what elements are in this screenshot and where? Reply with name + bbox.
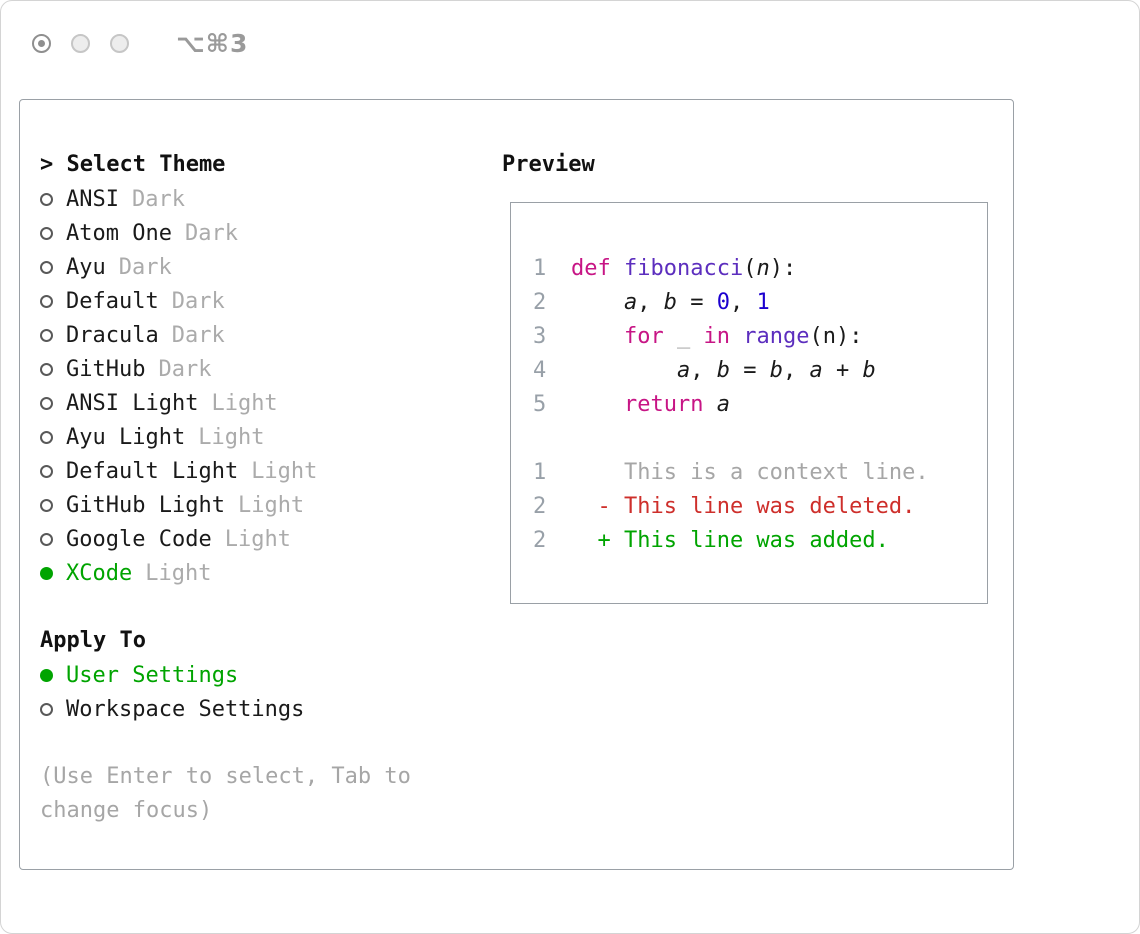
apply-to-title: Apply To [40, 628, 146, 653]
usage-hint: (Use Enter to select, Tab to change focu… [40, 764, 411, 823]
theme-option-ansi-light[interactable]: ANSI Light Light [40, 386, 490, 420]
theme-name: GitHub [66, 356, 146, 382]
theme-option-ayu[interactable]: Ayu Dark [40, 250, 490, 284]
window-button-icon[interactable] [110, 34, 129, 53]
apply-option-label: Workspace Settings [66, 696, 305, 722]
theme-option-xcode[interactable]: XCode Light [40, 556, 490, 590]
theme-option-google-code[interactable]: Google Code Light [40, 522, 490, 556]
code-text: return a [623, 391, 730, 417]
theme-name: ANSI [66, 186, 119, 212]
theme-option-github[interactable]: GitHub Dark [40, 352, 490, 386]
code-text: for _ in range(n): [623, 323, 863, 349]
apply-option-workspace-settings[interactable]: Workspace Settings [40, 692, 490, 726]
theme-variant-tag: Dark [131, 186, 185, 212]
theme-option-atom-one[interactable]: Atom One Dark [40, 216, 490, 250]
radio-icon [40, 226, 53, 240]
line-number: 5 [533, 391, 547, 417]
diff-text: - This line was deleted. [571, 493, 916, 519]
theme-option-ayu-light[interactable]: Ayu Light Light [40, 420, 490, 454]
radio-selected-icon [40, 668, 53, 682]
theme-option-default-light[interactable]: Default Light Light [40, 454, 490, 488]
window-button-icon[interactable] [71, 34, 90, 53]
theme-name: Atom One [66, 220, 172, 246]
theme-variant-tag: Dark [118, 254, 172, 280]
code-text: def fibonacci(n): [571, 255, 797, 281]
theme-variant-tag: Light [211, 390, 278, 416]
theme-variant-tag: Dark [158, 356, 212, 382]
preview-title: Preview [502, 152, 595, 177]
code-line: 1 def fibonacci(n): [533, 251, 987, 285]
theme-name: XCode [66, 560, 133, 586]
theme-variant-tag: Light [224, 526, 291, 552]
theme-option-default[interactable]: Default Dark [40, 284, 490, 318]
theme-variant-tag: Light [198, 424, 265, 450]
line-number: 2 [533, 289, 547, 315]
code-line: 3 for _ in range(n): [533, 319, 987, 353]
select-theme-title: > Select Theme [40, 152, 226, 177]
keyboard-shortcut-label: ⌥⌘3 [176, 29, 249, 58]
code-line: 4 a, b = b, a + b [533, 353, 987, 387]
code-line: 2 a, b = 0, 1 [533, 285, 987, 319]
diff-text: + This line was added. [571, 527, 889, 553]
theme-name: Ayu [66, 254, 106, 280]
line-number: 3 [533, 323, 547, 349]
radio-icon [40, 192, 53, 206]
theme-name: ANSI Light [66, 390, 199, 416]
apply-option-user-settings[interactable]: User Settings [40, 658, 490, 692]
theme-option-github-light[interactable]: GitHub Light Light [40, 488, 490, 522]
radio-icon [40, 702, 53, 716]
window-button-dot-icon [38, 40, 45, 47]
radio-icon [40, 396, 53, 410]
radio-icon [40, 260, 53, 274]
theme-variant-tag: Light [145, 560, 212, 586]
theme-variant-tag: Dark [184, 220, 238, 246]
line-number: 2 [533, 493, 547, 519]
diff-text: This is a context line. [571, 459, 929, 485]
radio-icon [40, 362, 53, 376]
theme-name: Ayu Light [66, 424, 186, 450]
theme-variant-tag: Dark [171, 288, 225, 314]
diff-line-added: 2 + This line was added. [533, 523, 987, 557]
theme-name: Google Code [66, 526, 212, 552]
line-number: 4 [533, 357, 547, 383]
theme-variant-tag: Light [237, 492, 305, 518]
radio-icon [40, 328, 53, 342]
code-line: 5 return a [533, 387, 987, 421]
code-text: a, b = 0, 1 [623, 289, 770, 315]
code-text: a, b = b, a + b [676, 357, 876, 383]
line-number: 1 [533, 459, 547, 485]
line-number: 2 [533, 527, 547, 553]
radio-selected-icon [40, 566, 53, 580]
theme-variant-tag: Dark [171, 322, 225, 348]
diff-preview: 1 This is a context line.2 - This line w… [533, 455, 987, 557]
theme-option-dracula[interactable]: Dracula Dark [40, 318, 490, 352]
theme-variant-tag: Light [251, 458, 318, 484]
radio-icon [40, 464, 53, 478]
diff-line-context: 1 This is a context line. [533, 455, 987, 489]
theme-name: Dracula [66, 322, 159, 348]
line-number: 1 [533, 255, 547, 281]
apply-option-label: User Settings [66, 662, 239, 688]
radio-icon [40, 430, 53, 444]
theme-name: Default Light [66, 458, 239, 484]
radio-icon [40, 532, 53, 546]
window-button-active-icon[interactable] [32, 34, 51, 53]
titlebar: ⌥⌘3 [32, 29, 248, 58]
radio-icon [40, 294, 53, 308]
radio-icon [40, 498, 53, 512]
theme-option-ansi[interactable]: ANSI Dark [40, 182, 490, 216]
theme-name: Default [66, 288, 159, 314]
diff-line-deleted: 2 - This line was deleted. [533, 489, 987, 523]
theme-name: GitHub Light [66, 492, 225, 518]
